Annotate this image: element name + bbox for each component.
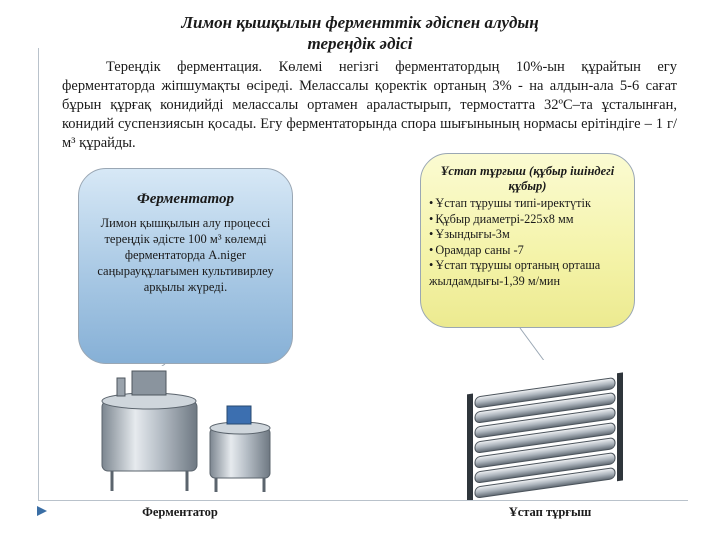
frame-vertical-line [38, 48, 39, 500]
list-item: Құбыр диаметрі-225х8 мм [429, 212, 626, 228]
intro-text: Тереңдік ферментация. Көлемі негізгі фер… [62, 59, 677, 151]
holder-caption: Ұстап тұрғыш [508, 505, 592, 519]
intro-paragraph: Тереңдік ферментация. Көлемі негізгі фер… [62, 58, 677, 153]
fermenter-photo [92, 366, 282, 494]
triangle-bullet-icon [37, 506, 47, 516]
list-item: Ұстап тұрушы типі-иректүтік [429, 196, 626, 212]
list-item: Ұстап тұрушы ортаның орташа жылдамдығы-1… [429, 258, 626, 289]
frame-horizontal-line [38, 500, 688, 501]
title-line-1: Лимон қышқылын ферменттік әдіспен алудың [181, 13, 539, 32]
title-line-2: тереңдік әдісі [307, 34, 413, 53]
holder-card-title: Ұстап тұрғыш (құбыр ішіндегі құбыр) [440, 164, 615, 193]
holder-info-card: Ұстап тұрғыш (құбыр ішіндегі құбыр) Ұста… [420, 153, 635, 328]
fermenter-card-title: Ферментатор [136, 191, 235, 207]
fermenter-info-card: Ферментатор Лимон қышқылын алу процессі … [78, 168, 293, 364]
list-item: Ұзындығы-3м [429, 227, 626, 243]
fermenter-card-body: Лимон қышқылын алу процессі тереңдік әді… [97, 216, 274, 294]
list-item: Орамдар саны -7 [429, 243, 626, 259]
holder-photo [455, 360, 640, 500]
holder-spec-list: Ұстап тұрушы типі-иректүтік Құбыр диамет… [429, 196, 626, 289]
fermenter-caption: Ферментатор [142, 505, 218, 519]
slide-title: Лимон қышқылын ферменттік әдіспен алудың… [60, 12, 660, 54]
